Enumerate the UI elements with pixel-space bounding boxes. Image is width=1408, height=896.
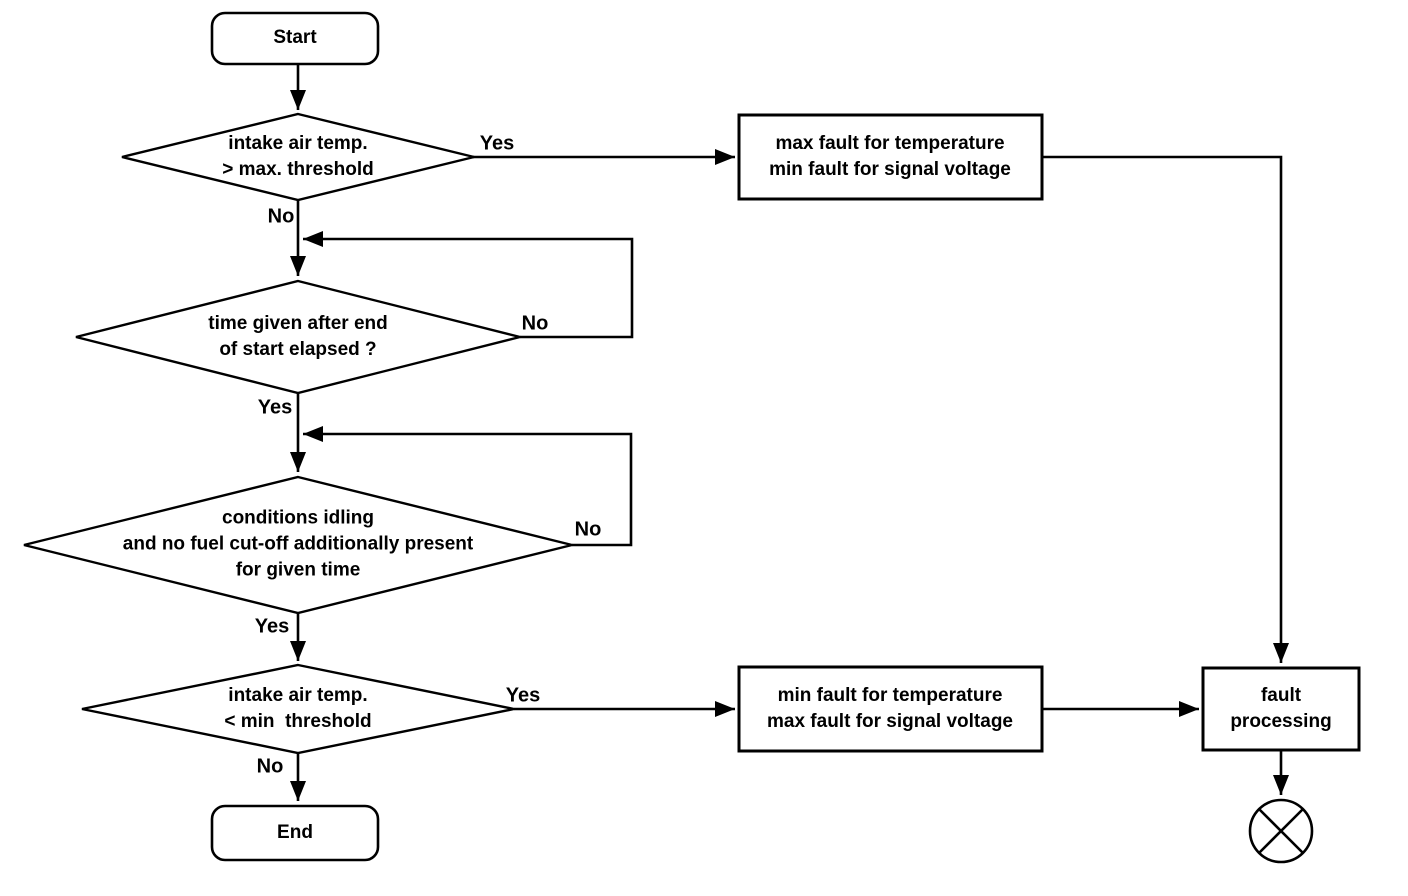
- decision4-label: intake air temp. < min threshold: [224, 684, 372, 732]
- max-fault-process-label: max fault for temperature min fault for …: [769, 132, 1011, 180]
- edge-decision2-no-loop: [303, 231, 634, 339]
- max-fault-process-shape: [737, 113, 1044, 201]
- decision4-diamond-shape: [81, 663, 515, 755]
- decision3-yes-label: Yes: [254, 615, 290, 638]
- decision1-no-label: No: [267, 205, 295, 228]
- fault-processing-shape: [1201, 666, 1361, 752]
- decision2-yes-label: Yes: [257, 396, 293, 419]
- decision2-label: time given after end of start elapsed ?: [208, 312, 388, 360]
- decision1-label: intake air temp. > max. threshold: [222, 132, 374, 180]
- crossed-circle-connector-icon: [1248, 798, 1314, 864]
- start-terminator-shape: [210, 11, 380, 66]
- edge-max-fault-to-fault-processing: [1042, 155, 1289, 663]
- min-fault-process-label: min fault for temperature max fault for …: [767, 684, 1013, 732]
- decision3-diamond-shape: [23, 475, 573, 615]
- decision1-diamond-shape: [121, 112, 475, 202]
- decision4-yes-label: Yes: [505, 684, 541, 707]
- decision2-no-label: No: [521, 312, 549, 335]
- min-fault-process-shape: [737, 665, 1044, 753]
- decision4-no-label: No: [256, 755, 284, 778]
- edge-decision3-no-loop: [303, 426, 633, 547]
- decision1-yes-label: Yes: [479, 132, 515, 155]
- decision2-diamond-shape: [75, 279, 521, 395]
- fault-processing-label: fault processing: [1230, 684, 1332, 732]
- start-node-label: Start: [273, 26, 317, 48]
- decision3-label: conditions idling and no fuel cut-off ad…: [122, 507, 474, 582]
- decision3-no-label: No: [574, 518, 602, 541]
- end-node-label: End: [277, 821, 313, 843]
- end-terminator-shape: [210, 804, 380, 862]
